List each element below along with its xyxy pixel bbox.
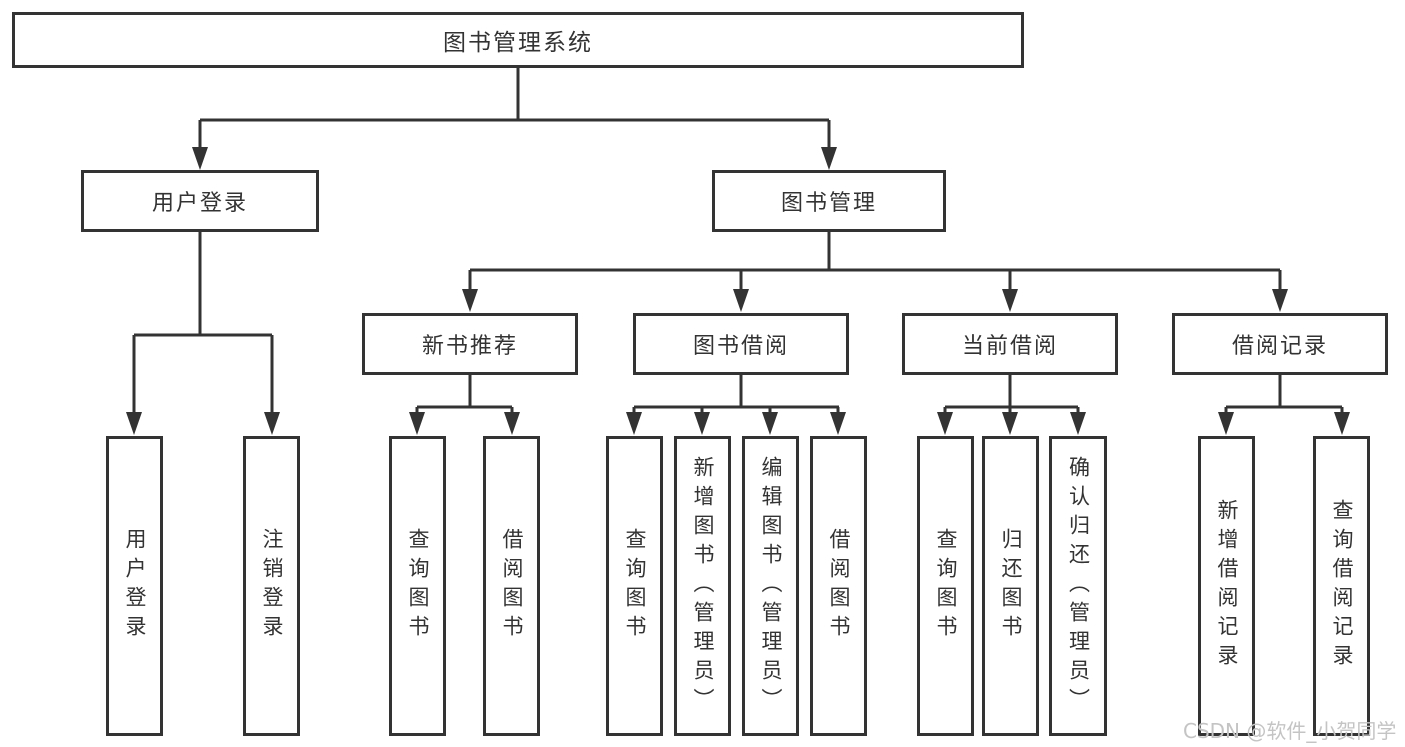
leaf-label: 查询借阅记录 <box>1330 499 1354 673</box>
leaf-label: 用户登录 <box>123 528 147 644</box>
leaf-label: 查询图书 <box>934 528 958 644</box>
leaf-cb-query-books: 查询图书 <box>917 436 974 736</box>
leaf-cb-confirm-return-admin: 确认归还（管理员） <box>1049 436 1107 736</box>
node-borrow-records: 借阅记录 <box>1172 313 1388 375</box>
leaf-label: 确认归还（管理员） <box>1066 455 1091 717</box>
node-current-borrow: 当前借阅 <box>902 313 1118 375</box>
leaf-bb-query-books: 查询图书 <box>606 436 663 736</box>
leaf-label: 查询图书 <box>406 528 430 644</box>
leaf-label: 注销登录 <box>260 528 284 644</box>
leaf-label: 新增图书（管理员） <box>691 455 715 717</box>
node-user-login: 用户登录 <box>81 170 319 232</box>
leaf-br-query-record: 查询借阅记录 <box>1313 436 1370 736</box>
node-library-management-system: 图书管理系统 <box>12 12 1024 68</box>
leaf-bb-add-books-admin: 新增图书（管理员） <box>674 436 731 736</box>
leaf-nbr-query-books: 查询图书 <box>389 436 446 736</box>
leaf-label: 借阅图书 <box>500 528 524 644</box>
node-new-book-recommend: 新书推荐 <box>362 313 578 375</box>
leaf-label: 新增借阅记录 <box>1215 499 1239 673</box>
leaf-label: 借阅图书 <box>827 528 851 644</box>
leaf-label: 编辑图书（管理员） <box>759 455 783 717</box>
node-book-borrow: 图书借阅 <box>633 313 849 375</box>
leaf-logout: 注销登录 <box>243 436 300 736</box>
leaf-bb-borrow-books: 借阅图书 <box>810 436 867 736</box>
leaf-bb-edit-books-admin: 编辑图书（管理员） <box>742 436 799 736</box>
leaf-cb-return-books: 归还图书 <box>982 436 1039 736</box>
leaf-nbr-borrow-books: 借阅图书 <box>483 436 540 736</box>
leaf-br-add-record: 新增借阅记录 <box>1198 436 1255 736</box>
leaf-user-login: 用户登录 <box>106 436 163 736</box>
leaf-label: 查询图书 <box>623 528 647 644</box>
leaf-label: 归还图书 <box>999 528 1023 644</box>
csdn-watermark: CSDN @软件_小贺同学 <box>1183 719 1397 743</box>
node-book-management: 图书管理 <box>712 170 946 232</box>
